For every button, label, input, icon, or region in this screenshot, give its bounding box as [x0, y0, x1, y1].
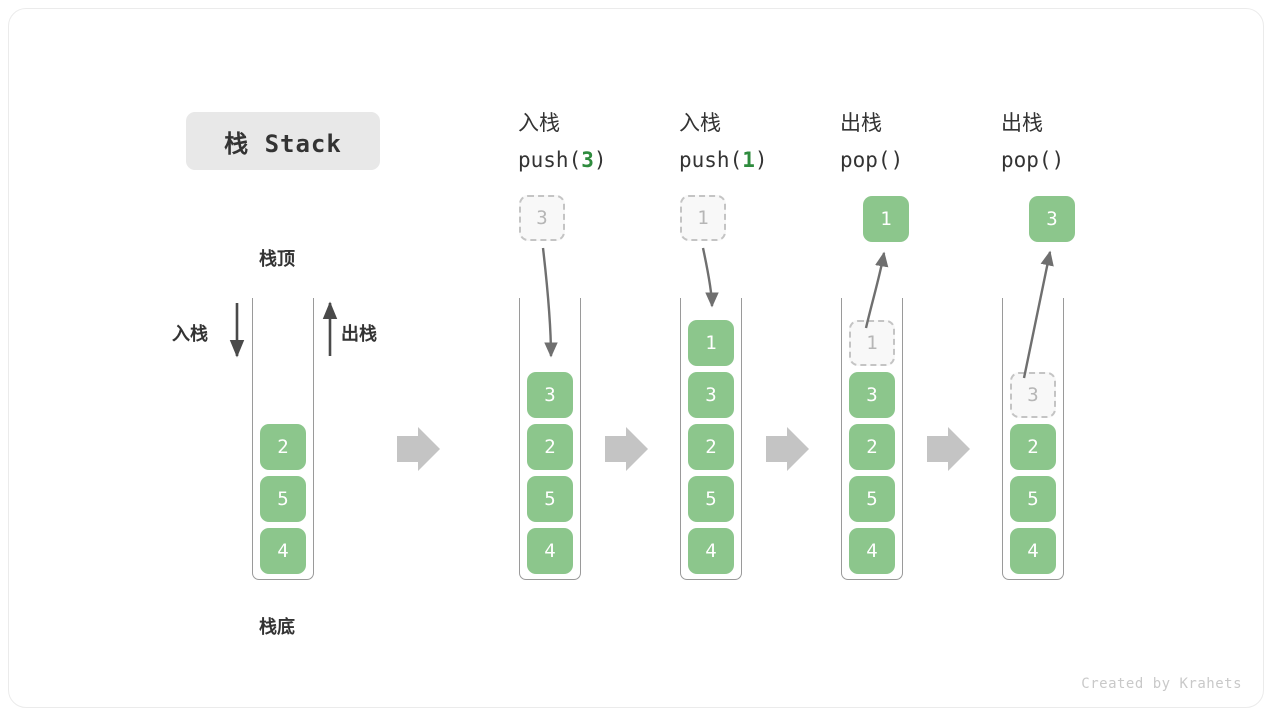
column-header-push-3: 入栈 push(3) [518, 106, 678, 178]
stack-top-label: 栈顶 [259, 249, 295, 269]
stack-cell: 5 [1010, 476, 1056, 522]
column-header-cn: 出栈 [840, 112, 882, 135]
popped-value-cell: 1 [863, 196, 909, 242]
code-suffix: ) [593, 148, 607, 172]
stack-cell: 3 [527, 372, 573, 418]
stack-cell: 5 [849, 476, 895, 522]
push-direction-label: 入栈 [172, 324, 208, 344]
popped-value-cell: 3 [1029, 196, 1075, 242]
stack-cell: 5 [260, 476, 306, 522]
stack-cell: 2 [849, 424, 895, 470]
column-header-cn: 入栈 [518, 112, 560, 135]
code-suffix: ) [754, 148, 768, 172]
code-prefix: pop( [840, 148, 891, 172]
column-header-code: pop() [840, 142, 1000, 178]
stack-cell: 5 [527, 476, 573, 522]
stack-container-pop-3 [1002, 298, 1064, 580]
stack-container-push-3 [519, 298, 581, 580]
code-arg: 3 [581, 148, 594, 172]
column-header-cn: 入栈 [679, 112, 721, 135]
page-title: 栈 Stack [186, 112, 380, 170]
credit-text: Created by Krahets [1081, 676, 1242, 692]
stack-container-initial [252, 298, 314, 580]
stack-cell: 2 [260, 424, 306, 470]
code-prefix: push( [518, 148, 582, 172]
stack-cell-removed: 3 [1010, 372, 1056, 418]
stack-container-pop-1 [841, 298, 903, 580]
column-header-pop-3: 出栈 pop() [1001, 106, 1161, 178]
stack-cell: 2 [688, 424, 734, 470]
column-header-code: push(3) [518, 142, 678, 178]
stack-bottom-label: 栈底 [259, 617, 295, 637]
stack-cell: 4 [260, 528, 306, 574]
stack-cell: 1 [688, 320, 734, 366]
stack-cell: 4 [1010, 528, 1056, 574]
stack-cell: 5 [688, 476, 734, 522]
code-suffix: ) [1051, 148, 1065, 172]
stack-cell-removed: 1 [849, 320, 895, 366]
stack-cell: 3 [688, 372, 734, 418]
code-suffix: ) [890, 148, 904, 172]
stack-cell: 4 [527, 528, 573, 574]
column-header-code: push(1) [679, 142, 839, 178]
code-prefix: pop( [1001, 148, 1052, 172]
stack-container-push-1 [680, 298, 742, 580]
stack-cell: 2 [1010, 424, 1056, 470]
column-header-push-1: 入栈 push(1) [679, 106, 839, 178]
incoming-value-cell: 3 [519, 195, 565, 241]
column-header-code: pop() [1001, 142, 1161, 178]
code-arg: 1 [742, 148, 755, 172]
stack-cell: 4 [688, 528, 734, 574]
code-prefix: push( [679, 148, 743, 172]
stack-cell: 2 [527, 424, 573, 470]
incoming-value-cell: 1 [680, 195, 726, 241]
stack-cell: 4 [849, 528, 895, 574]
stack-cell: 3 [849, 372, 895, 418]
column-header-cn: 出栈 [1001, 112, 1043, 135]
column-header-pop-1: 出栈 pop() [840, 106, 1000, 178]
pop-direction-label: 出栈 [341, 324, 377, 344]
